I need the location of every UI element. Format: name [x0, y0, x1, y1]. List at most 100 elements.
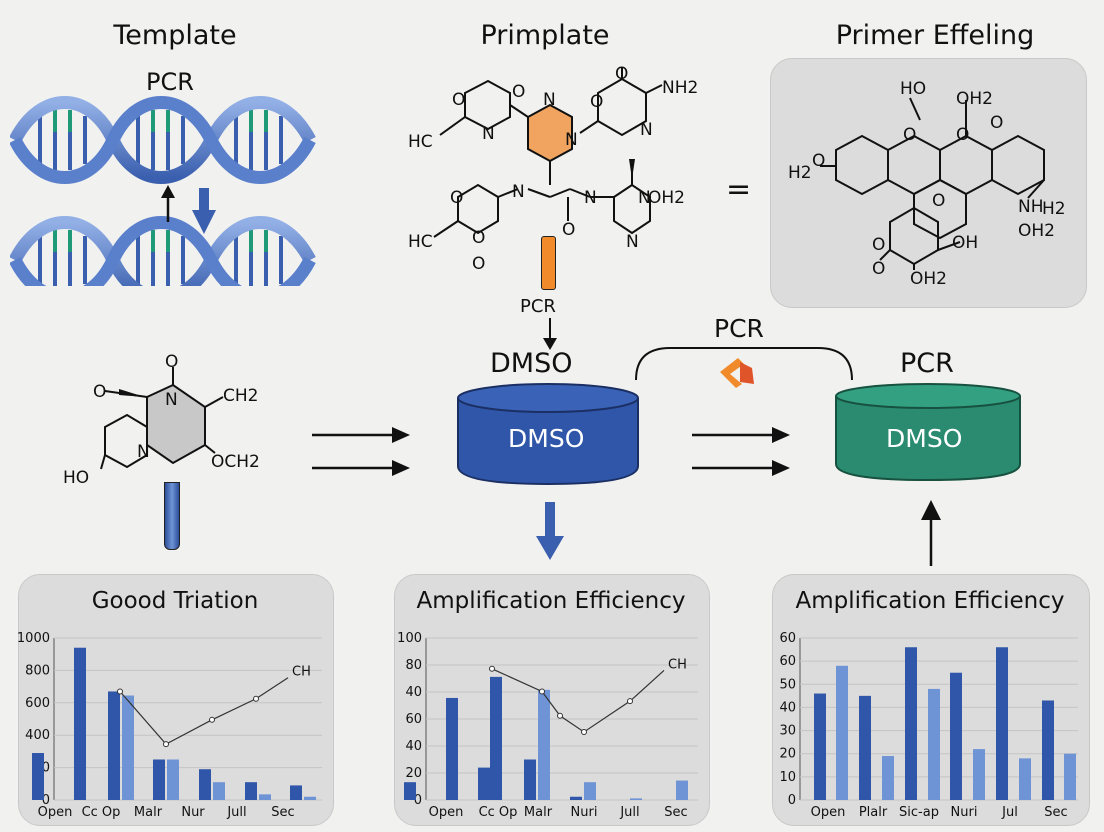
up-arrow-icon — [161, 185, 175, 222]
x-tick-label: Nuri — [951, 805, 978, 820]
right-arrow-icon — [312, 427, 410, 443]
blue-down-arrow-icon — [536, 502, 564, 560]
bar — [859, 695, 871, 800]
x-tick-label: Nuri — [571, 805, 598, 820]
label-pcr-bridge: PCR — [714, 314, 764, 343]
chem-atom: OCH2 — [211, 452, 260, 472]
line-point — [581, 728, 587, 735]
bar — [304, 796, 316, 800]
arrows-to-green-dmso — [692, 427, 790, 476]
down-arrow-icon — [192, 188, 216, 234]
chem-atom: N — [137, 442, 150, 462]
pcr-bridge-bracket — [635, 347, 853, 388]
blue-primer-stick — [164, 482, 180, 550]
right-arrow-icon — [692, 460, 790, 476]
blocked-x-icon — [720, 358, 754, 388]
chem-atom: O — [450, 188, 463, 208]
chem-atom: O — [512, 82, 525, 102]
label-pcr-right: PCR — [900, 348, 954, 379]
chem-atom: N — [638, 188, 651, 208]
y-tick-label: 0 — [788, 793, 796, 808]
bar — [108, 691, 120, 800]
chem-atom: O — [932, 191, 945, 211]
primer-effeling-panel — [770, 58, 1087, 308]
bar — [570, 796, 582, 800]
x-tick-label: Sec — [1044, 805, 1067, 820]
line-point — [253, 695, 259, 702]
y-tick-label: 1000 — [18, 631, 50, 646]
chem-atom: NH — [1018, 197, 1044, 217]
chem-atom: OH2 — [648, 188, 685, 208]
dmso-green-label: DMSO — [886, 424, 963, 453]
chart-1: 0204006008001000CHOpenCc OpMalrNurJullSe… — [18, 631, 322, 820]
chart-2-title: Amplification Efficiency — [416, 588, 686, 614]
bar — [630, 798, 642, 800]
bar — [584, 782, 596, 800]
bar — [814, 693, 826, 800]
chem-atom: OH — [952, 233, 978, 253]
x-tick-label: Malr — [134, 805, 163, 820]
y-tick-label: 800 — [25, 663, 50, 678]
heading-template-pcr: PCR — [146, 68, 194, 96]
x-tick-label: Open — [38, 805, 73, 820]
y-tick-label: 20 — [405, 766, 422, 781]
y-tick-label: 60 — [779, 631, 796, 646]
chem-atom: NH2 — [662, 78, 698, 98]
y-tick-label: 40 — [405, 685, 422, 700]
y-tick-label: 30 — [779, 724, 796, 739]
bar — [290, 785, 302, 800]
bar — [122, 695, 134, 800]
bar — [676, 780, 688, 800]
bar — [1019, 758, 1031, 800]
orange-primer-stick — [541, 236, 556, 290]
x-tick-label: Nur — [181, 805, 205, 820]
x-tick-label: Open — [429, 805, 464, 820]
bar — [153, 759, 165, 800]
y-tick-label: 40 — [779, 700, 796, 715]
chem-atom: O — [165, 352, 178, 372]
x-tick-label: Open — [811, 805, 846, 820]
line-point — [539, 688, 545, 695]
bar — [245, 782, 257, 800]
bar — [490, 676, 502, 800]
line-label: CH — [668, 657, 687, 672]
y-tick-label: 10 — [779, 770, 796, 785]
x-tick-label: Jull — [226, 805, 246, 820]
bar — [199, 769, 211, 800]
dna-helix-top — [10, 96, 316, 184]
y-tick-label: 20 — [779, 747, 796, 762]
equals-sign: = — [726, 172, 752, 207]
chart-1-title: Goood Triation — [91, 588, 259, 614]
chem-atom: O — [812, 151, 825, 171]
y-tick-label: 60 — [779, 654, 796, 669]
bar — [1064, 753, 1076, 800]
dmso-green-cylinder — [835, 383, 1021, 482]
y-tick-label: 0 — [414, 793, 422, 808]
x-tick-label: Cc Op — [479, 805, 518, 820]
x-tick-label: Plalr — [859, 805, 888, 820]
dmso-blue-cylinder — [457, 383, 639, 486]
chem-atom: O — [93, 382, 106, 402]
line-point — [489, 665, 495, 672]
chem-atom: N — [565, 130, 578, 150]
right-arrow-icon — [692, 427, 790, 443]
chem-atom: HO — [900, 79, 926, 99]
y-tick-label: 600 — [25, 696, 50, 711]
bar — [996, 647, 1008, 800]
arrows-to-dmso — [312, 427, 410, 476]
chem-atom: N — [584, 188, 597, 208]
chem-atom: O — [590, 92, 603, 112]
chem-atom: O — [956, 125, 969, 145]
chem-atom: OH2 — [910, 269, 947, 289]
y-tick-label: 40 — [405, 739, 422, 754]
bar — [213, 782, 225, 800]
chem-atom: CH2 — [223, 386, 258, 406]
chem-atom: N — [543, 90, 556, 110]
molecule-primplate: O O N HC N N O O NH2 N N O O HC O N OH2 … — [408, 64, 698, 274]
label-dmso-above: DMSO — [490, 348, 573, 379]
y-tick-label: 400 — [25, 728, 50, 743]
bar — [1042, 700, 1054, 800]
chem-atom: N — [512, 182, 525, 202]
x-tick-label: Jul — [1001, 805, 1018, 820]
line-point — [557, 712, 563, 719]
